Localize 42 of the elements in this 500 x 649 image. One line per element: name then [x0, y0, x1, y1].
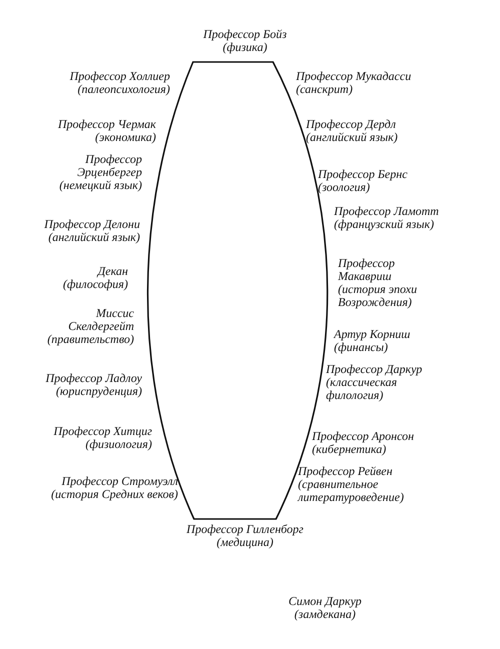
person-name: Профессор Рейвен: [298, 465, 394, 478]
person-name: Симон Даркур: [287, 595, 363, 608]
subject-label: (замдекана): [293, 608, 356, 621]
person-name: Декан: [96, 265, 128, 278]
person-name: Профессор Холлиер: [68, 70, 170, 83]
person-name: Профессор Макавриш: [338, 257, 396, 283]
subject-label: (правительство): [46, 333, 134, 346]
subject-label: (немецкий язык): [58, 179, 142, 192]
subject-label: (палеопсихология): [78, 83, 170, 96]
subject-label: (юриспруденция): [56, 385, 142, 398]
person-name: Профессор Стромуэлл: [60, 475, 178, 488]
subject-label: (зоология): [318, 181, 370, 194]
person-name: Профессор Гилленборг: [186, 523, 304, 536]
person-name: Профессор Бернс: [318, 168, 408, 181]
subject-label: (французский язык): [334, 218, 435, 231]
person-name: Профессор Аронсон: [312, 430, 415, 443]
subject-label: (философия): [62, 278, 128, 291]
person-name: Профессор Эрценбергер: [76, 153, 142, 179]
person-name: Профессор Чермак: [57, 118, 156, 131]
subject-label: (физиология): [85, 438, 152, 451]
person-name: Профессор Ламотт: [334, 205, 440, 218]
subject-label: (экономика): [95, 131, 156, 144]
subject-label: (физика): [222, 41, 268, 54]
person-name: Профессор Даркур: [326, 363, 424, 376]
subject-label: (санскрит): [296, 83, 354, 96]
subject-label: (английский язык): [306, 131, 399, 144]
person-name: Профессор Делони: [43, 218, 140, 231]
person-name: Профессор Дердл: [306, 118, 397, 131]
person-name: Профессор Мукадасси: [296, 70, 412, 83]
subject-label: (сравнительное литературоведение): [298, 478, 405, 504]
subject-label: (финансы): [334, 341, 388, 354]
subject-label: (английский язык): [48, 231, 140, 244]
person-name: Артур Корниш: [334, 328, 412, 341]
person-name: Профессор Бойз: [202, 28, 288, 41]
subject-label: (история Средних веков): [50, 488, 178, 501]
subject-label: (кибернетика): [312, 443, 386, 456]
person-name: Профессор Хитциг: [52, 425, 152, 438]
subject-label: (история эпохи Возрождения): [338, 283, 418, 309]
person-name: Профессор Ладлоу: [44, 372, 142, 385]
subject-label: (медицина): [216, 536, 274, 549]
person-name: Миссис Скелдергейт: [67, 307, 134, 333]
subject-label: (классическая филология): [326, 376, 397, 402]
